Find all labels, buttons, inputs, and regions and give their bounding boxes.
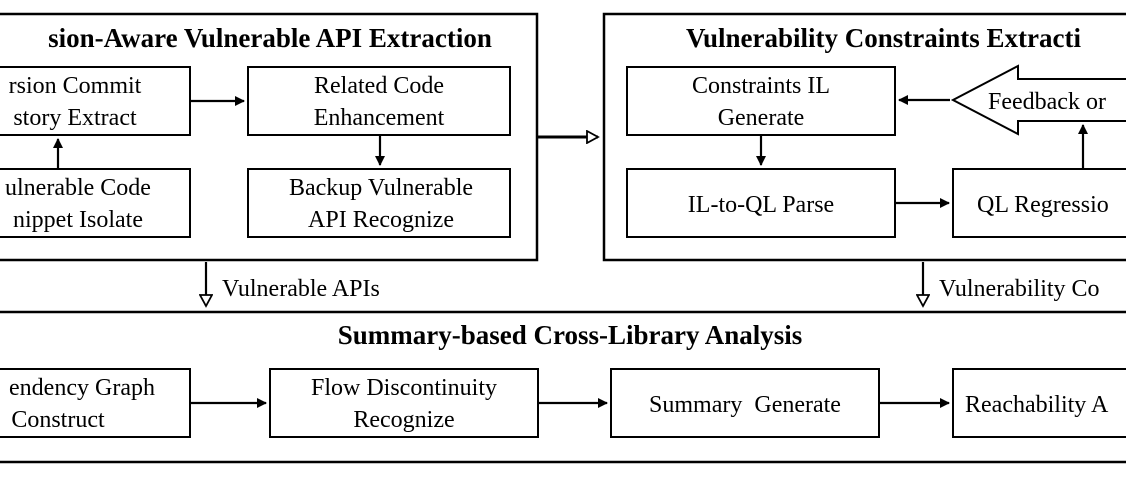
- flow-discontinuity-line2: Recognize: [353, 407, 454, 433]
- reachability-box: [952, 368, 1126, 438]
- feedback-arrow-shape: [950, 64, 1126, 136]
- reachability-label: Reachability A: [965, 392, 1109, 418]
- summary-generate-box: [610, 368, 880, 438]
- constraints-il-line2: Generate: [718, 105, 805, 131]
- vulnerable-apis-label: Vulnerable APIs: [222, 276, 380, 302]
- summary-generate-label: Summary Generate: [649, 392, 841, 418]
- right-panel-title: Vulnerability Constraints Extracti: [686, 23, 1082, 53]
- backup-api-line2: API Recognize: [308, 207, 454, 233]
- vulnerable-code-line2: nippet Isolate: [13, 207, 143, 233]
- ql-regression-label: QL Regressio: [977, 192, 1109, 218]
- il-to-ql-label: IL-to-QL Parse: [688, 192, 834, 218]
- related-code-line1: Related Code: [314, 73, 444, 99]
- dependency-graph-line1: endency Graph: [9, 375, 155, 401]
- constraints-il-box: [626, 66, 896, 136]
- related-code-box: [247, 66, 511, 136]
- dependency-graph-line2: Construct: [11, 407, 105, 433]
- constraints-il-line1: Constraints IL: [692, 73, 830, 99]
- ql-regression-box: [952, 168, 1126, 238]
- left-panel-title: sion-Aware Vulnerable API Extraction: [48, 23, 492, 53]
- version-commit-box: [0, 66, 191, 136]
- feedback-label: Feedback or: [988, 89, 1106, 115]
- il-to-ql-box: [626, 168, 896, 238]
- vulnerable-code-box: [0, 168, 191, 238]
- vulnerable-code-line1: ulnerable Code: [5, 175, 151, 201]
- version-commit-line2: story Extract: [13, 105, 137, 131]
- version-commit-line1: rsion Commit: [9, 73, 142, 99]
- bottom-panel-title: Summary-based Cross-Library Analysis: [338, 320, 803, 350]
- vulnerability-constraints-label: Vulnerability Co: [939, 276, 1100, 302]
- backup-api-box: [247, 168, 511, 238]
- flow-discontinuity-line1: Flow Discontinuity: [311, 375, 497, 401]
- backup-api-line1: Backup Vulnerable: [289, 175, 473, 201]
- dependency-graph-box: [0, 368, 191, 438]
- related-code-line2: Enhancement: [314, 105, 445, 131]
- flow-discontinuity-box: [269, 368, 539, 438]
